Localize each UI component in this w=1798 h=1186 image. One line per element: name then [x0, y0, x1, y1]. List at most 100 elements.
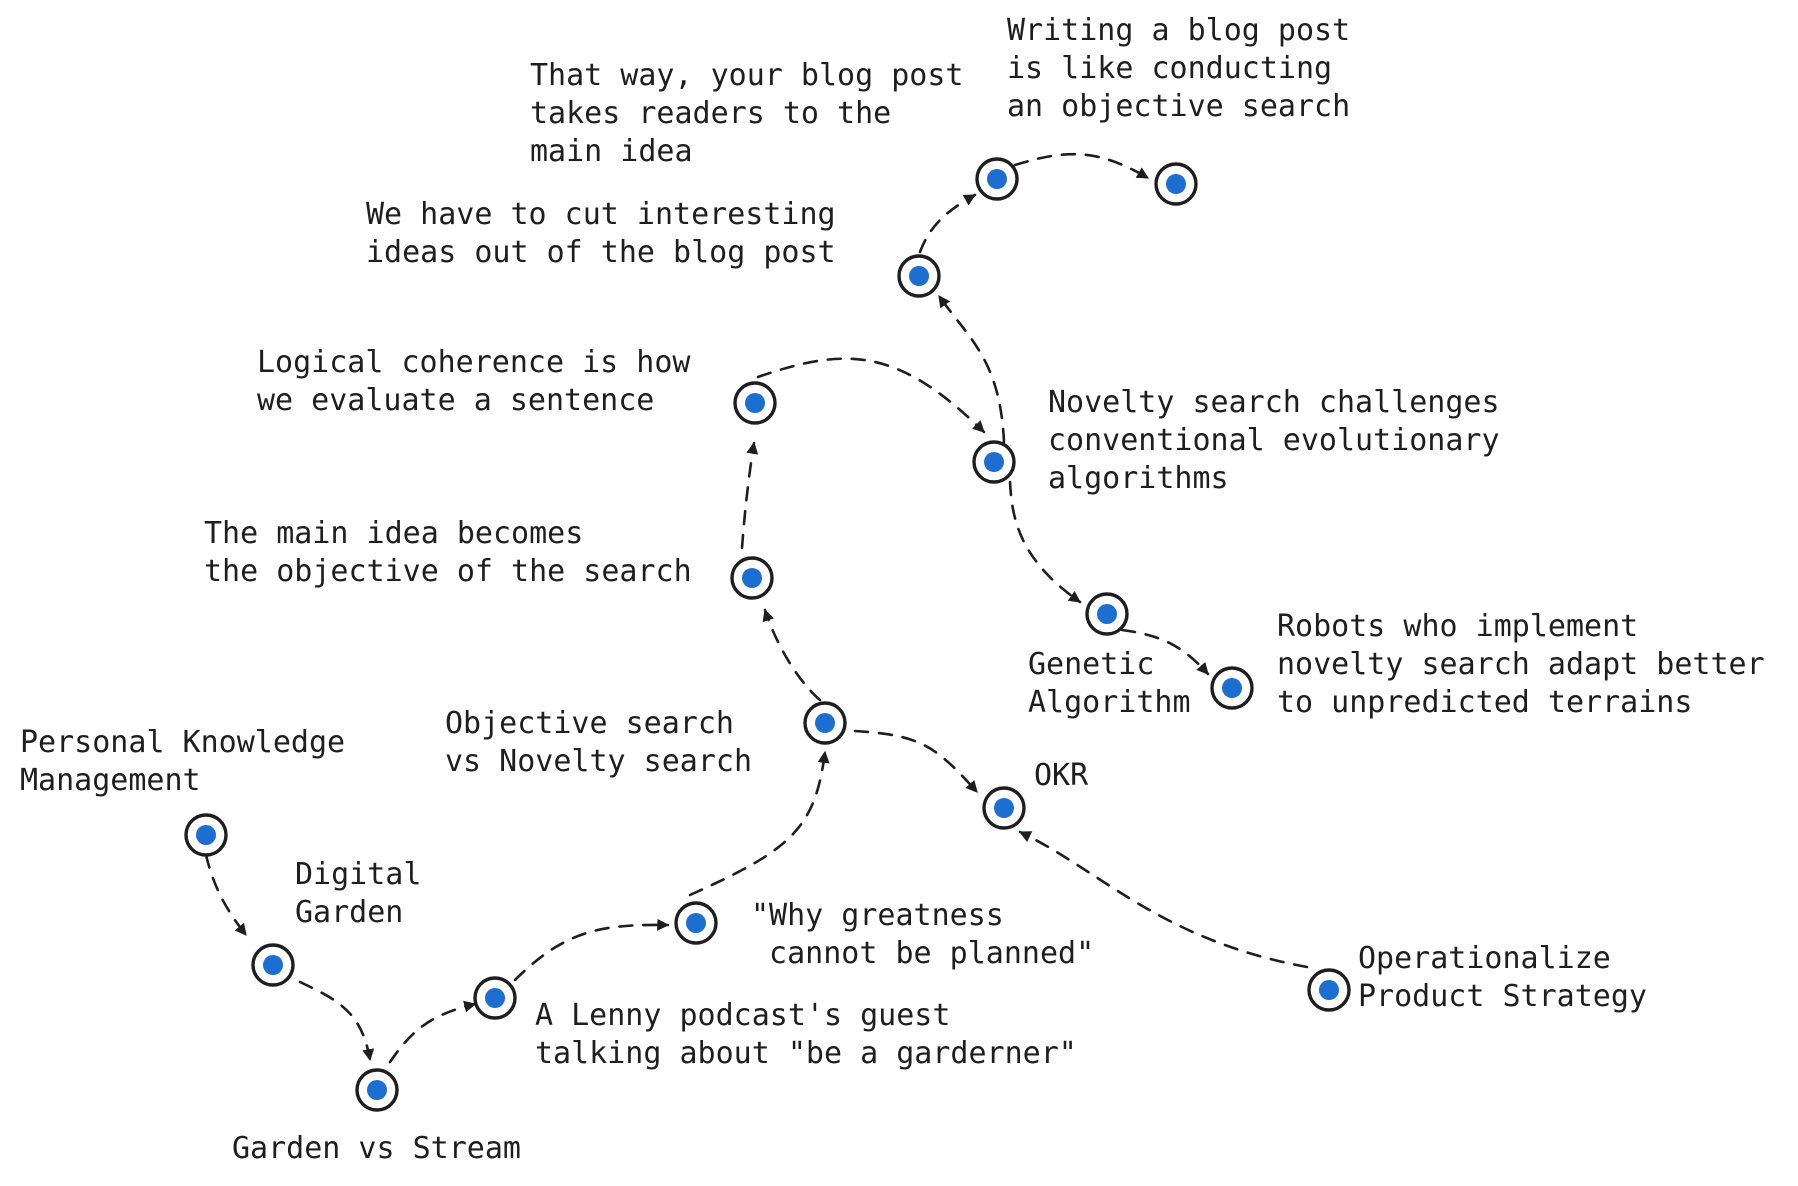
node-dot	[686, 913, 706, 933]
node-label-line: conventional evolutionary	[1048, 423, 1500, 458]
node-label-line: cannot be planned"	[751, 936, 1094, 971]
node-label-line: vs Novelty search	[445, 744, 752, 779]
edge-novelty-challenges-to-cut-ideas	[937, 294, 1006, 444]
node-label-line: talking about "be a garderner"	[535, 1036, 1077, 1071]
node-dot	[984, 452, 1004, 472]
node-dot	[196, 825, 216, 845]
node-label-line: Garden vs Stream	[232, 1131, 521, 1166]
node-label-line: the objective of the search	[204, 554, 692, 589]
node-blog-objective-search[interactable]	[1154, 162, 1198, 206]
node-label-line: Personal Knowledge	[20, 725, 345, 760]
node-dot	[987, 169, 1007, 189]
node-label-line: "Why greatness	[751, 898, 1004, 933]
edge-blog-main-idea-to-blog-objective-search	[1013, 152, 1150, 180]
edge-novelty-challenges-to-genetic-algorithm	[1008, 480, 1082, 604]
node-dot	[909, 266, 929, 286]
edge-digital-garden-to-garden-vs-stream	[298, 980, 375, 1062]
node-robots[interactable]	[1210, 666, 1254, 710]
node-garden-vs-stream[interactable]	[355, 1068, 399, 1112]
node-logical-coherence[interactable]	[733, 381, 777, 425]
edge-objective-vs-novelty-to-main-idea-objective	[762, 608, 822, 702]
edge-why-greatness-to-objective-vs-novelty	[688, 750, 830, 897]
node-label-line: Genetic	[1028, 647, 1154, 682]
node-label-line: Algorithm	[1028, 685, 1191, 720]
node-dot	[1222, 678, 1242, 698]
node-label-line: OKR	[1034, 758, 1089, 793]
nodes-layer	[184, 157, 1351, 1112]
node-digital-garden[interactable]	[251, 943, 295, 987]
node-label-line: Management	[20, 763, 201, 798]
node-dot	[367, 1080, 387, 1100]
node-label-why-greatness: "Why greatness cannot be planned"	[751, 898, 1094, 971]
node-label-line: is like conducting	[1007, 51, 1332, 86]
node-label-line: Objective search	[445, 706, 734, 741]
node-label-line: Logical coherence is how	[257, 345, 691, 380]
node-objective-vs-novelty[interactable]	[803, 701, 847, 745]
node-dot	[745, 393, 765, 413]
node-label-line: Digital	[295, 857, 421, 892]
node-label-line: Operationalize	[1358, 941, 1611, 976]
node-label-line: Writing a blog post	[1007, 13, 1350, 48]
node-label-line: ideas out of the blog post	[366, 235, 836, 270]
node-pkm[interactable]	[184, 813, 228, 857]
edge-operationalize-to-okr	[1018, 830, 1309, 969]
node-cut-ideas[interactable]	[897, 254, 941, 298]
node-okr[interactable]	[982, 786, 1026, 830]
node-why-greatness[interactable]	[674, 901, 718, 945]
node-label-line: Garden	[295, 895, 403, 930]
node-novelty-challenges[interactable]	[972, 440, 1016, 484]
node-label-line: Product Strategy	[1358, 979, 1647, 1014]
edge-main-idea-objective-to-logical-coherence	[740, 441, 759, 550]
node-dot	[1097, 604, 1117, 624]
node-label-line: Robots who implement	[1277, 609, 1638, 644]
edge-objective-vs-novelty-to-okr	[853, 729, 979, 794]
node-label-line: We have to cut interesting	[366, 197, 836, 232]
node-label-line: The main idea becomes	[204, 516, 583, 551]
node-label-line: we evaluate a sentence	[257, 383, 654, 418]
edge-genetic-algorithm-to-robots	[1120, 628, 1210, 676]
node-dot	[1166, 174, 1186, 194]
node-dot	[815, 713, 835, 733]
edge-cut-ideas-to-blog-main-idea	[918, 193, 977, 254]
node-label-line: Novelty search challenges	[1048, 385, 1500, 420]
node-dot	[994, 798, 1014, 818]
node-genetic-algorithm[interactable]	[1085, 592, 1129, 636]
node-label-okr: OKR	[1034, 758, 1089, 793]
node-label-line: novelty search adapt better	[1277, 647, 1765, 682]
node-blog-main-idea[interactable]	[975, 157, 1019, 201]
edge-pkm-to-digital-garden	[204, 853, 248, 937]
node-label-line: to unpredicted terrains	[1277, 685, 1692, 720]
edge-lenny-podcast-to-why-greatness	[513, 918, 670, 982]
node-label-line: That way, your blog post	[530, 58, 963, 93]
edge-logical-coherence-to-novelty-challenges	[756, 357, 986, 434]
node-label-garden-vs-stream: Garden vs Stream	[232, 1131, 521, 1166]
node-dot	[485, 988, 505, 1008]
node-lenny-podcast[interactable]	[473, 976, 517, 1020]
node-dot	[263, 955, 283, 975]
node-label-line: an objective search	[1007, 89, 1350, 124]
node-dot	[742, 568, 762, 588]
node-main-idea-objective[interactable]	[730, 556, 774, 600]
node-label-line: A Lenny podcast's guest	[535, 998, 950, 1033]
node-label-line: main idea	[530, 134, 693, 169]
node-label-line: takes readers to the	[530, 96, 891, 131]
edges-layer	[204, 152, 1309, 1064]
node-label-line: algorithms	[1048, 461, 1229, 496]
node-operationalize[interactable]	[1307, 968, 1351, 1012]
node-dot	[1319, 980, 1339, 1000]
edge-garden-vs-stream-to-lenny-podcast	[388, 1000, 477, 1064]
